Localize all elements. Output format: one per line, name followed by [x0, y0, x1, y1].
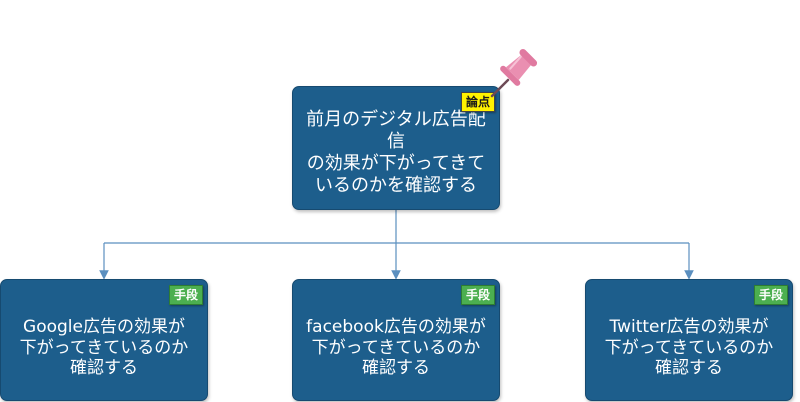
issue-tag: 論点 — [460, 92, 495, 112]
method-tag: 手段 — [168, 285, 203, 305]
facebook-method-text: facebook広告の効果が 下がってきているのか 確認する — [298, 301, 494, 379]
root-issue-text: 前月のデジタル広告配信 の効果が下がってきて いるのかを確認する — [293, 99, 499, 197]
root-line-2: の効果が下がってきて — [306, 153, 486, 174]
facebook-method-node: facebook広告の効果が 下がってきているのか 確認する 手段 — [292, 279, 500, 401]
root-line-3: いるのかを確認する — [315, 174, 477, 196]
google-method-text: Google広告の効果が 下がってきているのか 確認する — [12, 301, 197, 379]
method-tag: 手段 — [460, 285, 495, 305]
method-tag: 手段 — [753, 285, 788, 305]
twitter-line-2: 下がってきているのか — [604, 337, 774, 358]
pushpin-icon — [490, 48, 538, 98]
twitter-line-1: Twitter広告の効果が — [609, 316, 769, 337]
google-method-node: Google広告の効果が 下がってきているのか 確認する 手段 — [0, 279, 208, 401]
google-line-2: 下がってきているのか — [19, 337, 189, 358]
twitter-method-node: Twitter広告の効果が 下がってきているのか 確認する 手段 — [585, 279, 793, 401]
facebook-line-2: 下がってきているのか — [311, 337, 481, 358]
facebook-line-3: 確認する — [362, 358, 430, 379]
root-line-1: 前月のデジタル広告配信 — [306, 109, 486, 153]
root-issue-node: 前月のデジタル広告配信 の効果が下がってきて いるのかを確認する 論点 — [292, 86, 500, 210]
twitter-line-3: 確認する — [654, 358, 723, 379]
google-line-3: 確認する — [69, 358, 138, 379]
google-line-1: Google広告の効果が — [23, 316, 185, 337]
twitter-method-text: Twitter広告の効果が 下がってきているのか 確認する — [597, 301, 782, 379]
facebook-line-1: facebook広告の効果が — [306, 316, 486, 337]
